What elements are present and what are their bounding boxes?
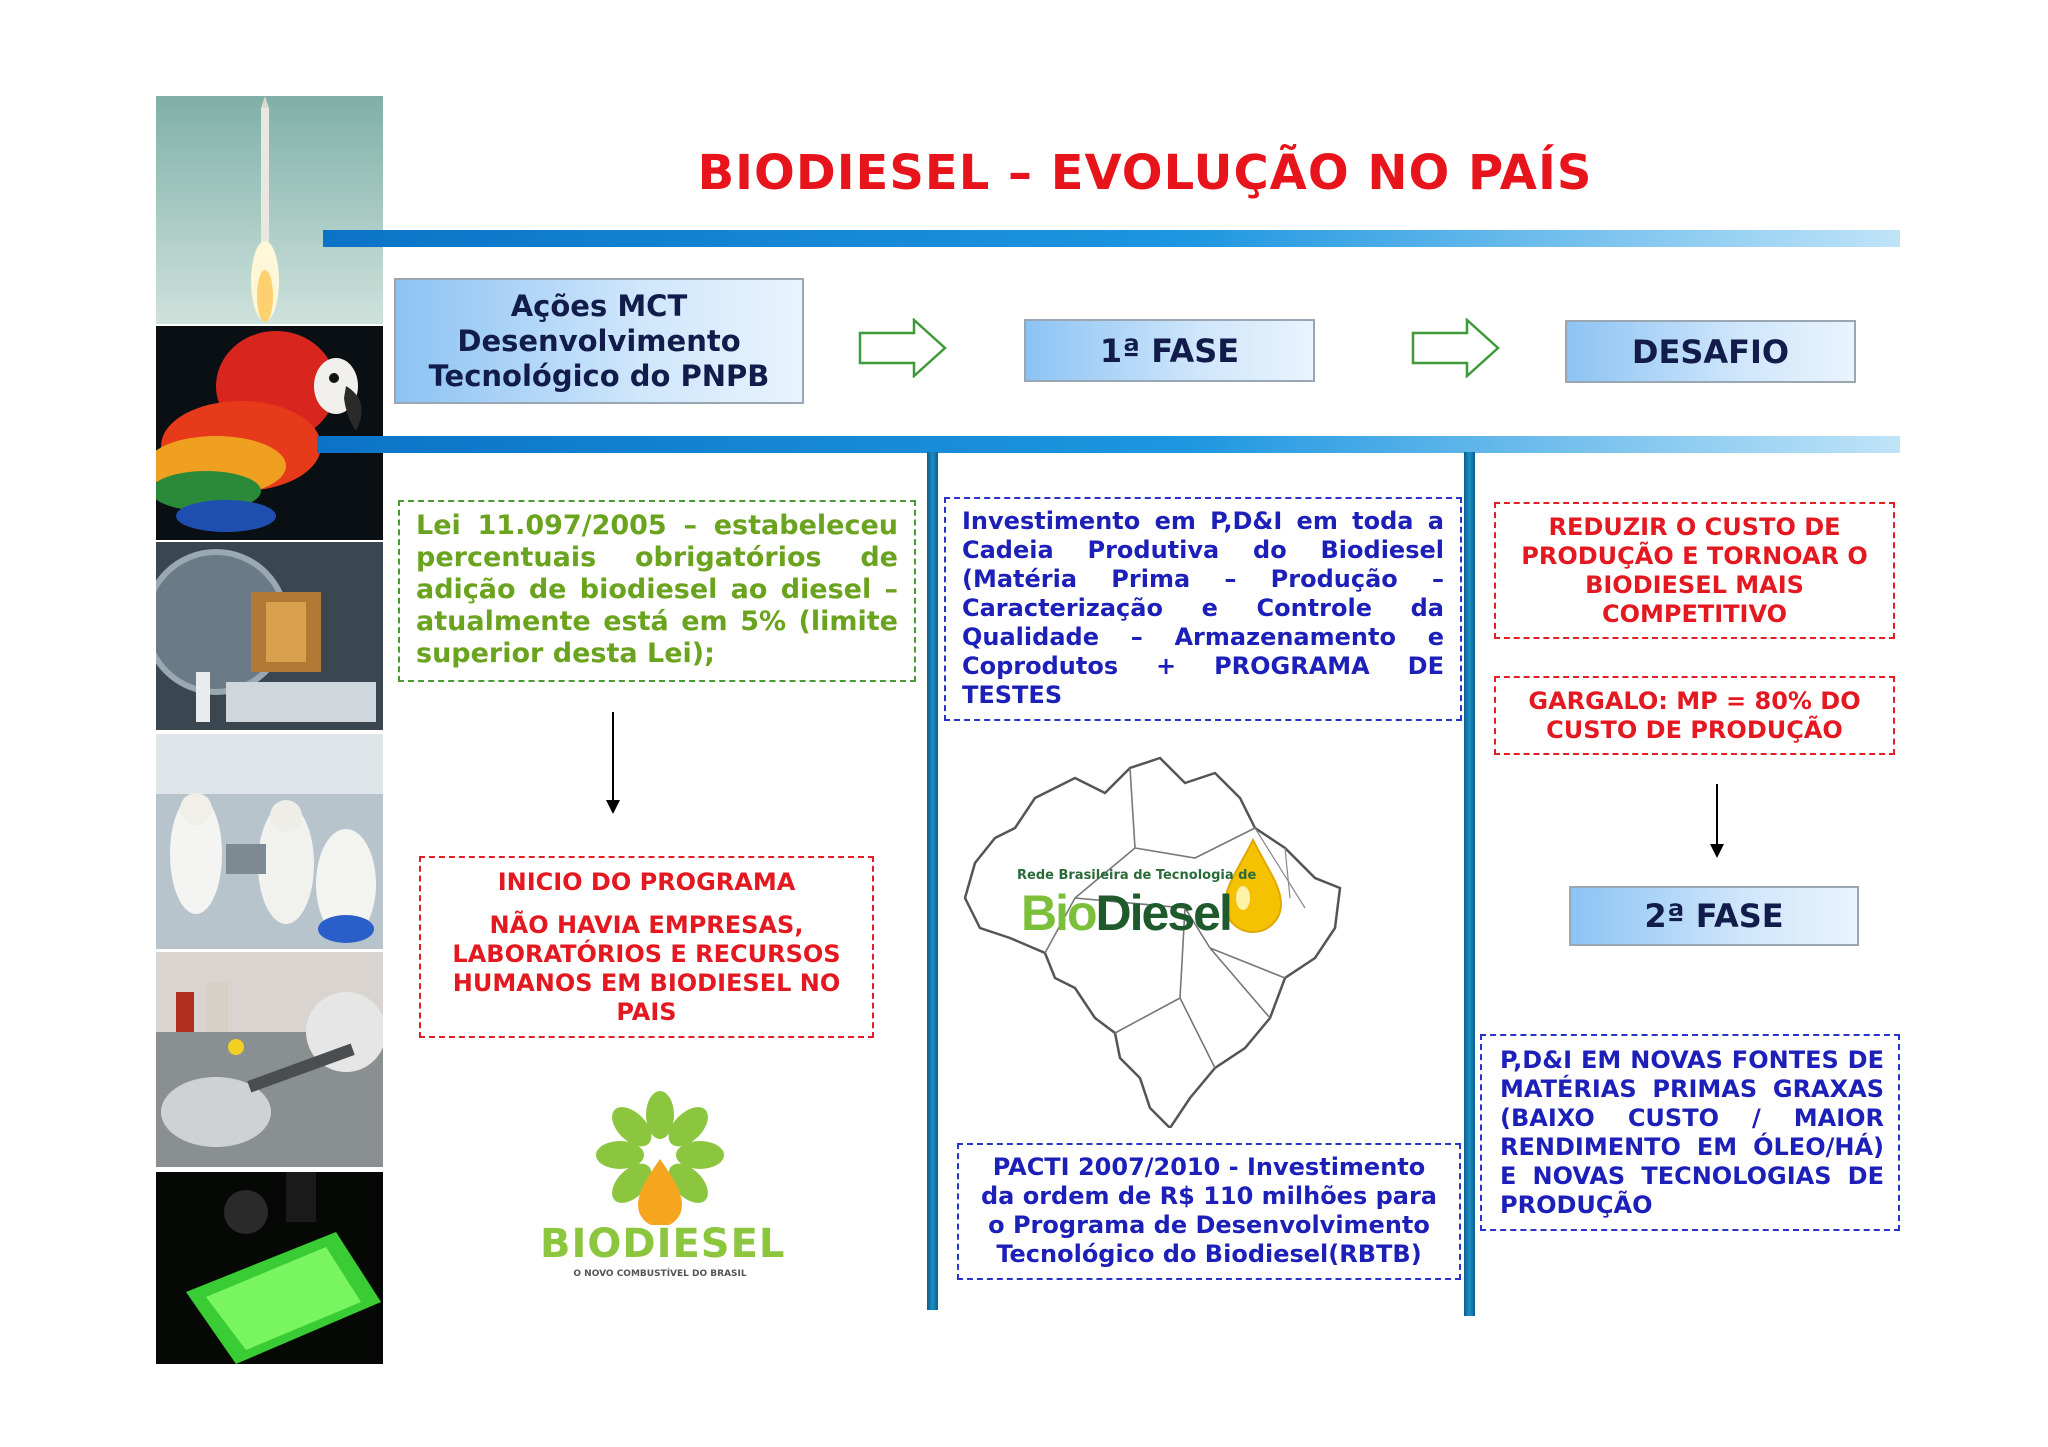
reduce-cost-text: REDUZIR O CUSTO DE PRODUÇÃO E TORNOAR O … <box>1521 513 1868 628</box>
column-separator-1 <box>927 452 938 1310</box>
header-box-challenge: DESAFIO <box>1565 320 1856 383</box>
top-divider-bar <box>323 230 1900 247</box>
down-arrow-icon <box>606 712 620 814</box>
page-title: BIODIESEL – EVOLUÇÃO NO PAÍS <box>697 145 1593 201</box>
program-start-text: NÃO HAVIA EMPRESAS, LABORATÓRIOS E RECUR… <box>452 911 841 1026</box>
header-box-phase1-label: 1ª FASE <box>1099 331 1240 370</box>
rbtb-map-logo: Rede Brasileira de Tecnologia de BioDies… <box>955 738 1355 1130</box>
reduce-cost-box: REDUZIR O CUSTO DE PRODUÇÃO E TORNOAR O … <box>1494 502 1895 639</box>
right-arrow-icon <box>1411 318 1500 378</box>
pacti-text: PACTI 2007/2010 - Investimento da ordem … <box>980 1153 1438 1268</box>
middle-divider-bar <box>317 436 1900 453</box>
new-sources-box: P,D&I EM NOVAS FONTES DE MATÉRIAS PRIMAS… <box>1480 1034 1900 1231</box>
rbtb-caption: Rede Brasileira de Tecnologia de <box>1017 868 1257 883</box>
law-box: Lei 11.097/2005 – estabeleceu percentuai… <box>398 500 916 682</box>
phase2-label: 2ª FASE <box>1644 897 1784 935</box>
header-box-mct-actions-label: Ações MCT Desenvolvimento Tecnológico do… <box>428 288 770 393</box>
lab-workers-photo <box>156 734 383 949</box>
brazil-map-icon <box>963 756 1342 1130</box>
macaw-photo <box>156 326 383 540</box>
bottleneck-box: GARGALO: MP = 80% DO CUSTO DE PRODUÇÃO <box>1494 676 1895 755</box>
header-box-challenge-label: DESAFIO <box>1631 332 1790 371</box>
right-arrow-icon <box>858 318 947 378</box>
investment-box: Investimento em P,D&I em toda a Cadeia P… <box>944 497 1462 721</box>
biodiesel-logo: BIODIESEL O NOVO COMBUSTÍVEL DO BRASIL <box>540 1085 786 1285</box>
program-start-box: INICIO DO PROGRAMA NÃO HAVIA EMPRESAS, L… <box>419 856 874 1038</box>
rbtb-logo-diesel: Diesel <box>1095 885 1233 941</box>
investment-text: Investimento em P,D&I em toda a Cadeia P… <box>962 507 1444 709</box>
satellite-lab-photo <box>156 542 383 730</box>
green-plate-photo <box>156 1172 383 1364</box>
rocket-launch-photo <box>156 96 383 324</box>
biodiesel-logo-subtitle: O NOVO COMBUSTÍVEL DO BRASIL <box>573 1269 747 1279</box>
rbtb-logo-wordmark: BioDiesel <box>1021 884 1233 942</box>
header-box-phase1: 1ª FASE <box>1024 319 1315 382</box>
phase2-box: 2ª FASE <box>1569 886 1859 946</box>
header-box-mct-actions: Ações MCT Desenvolvimento Tecnológico do… <box>394 278 804 404</box>
biodiesel-logo-text: BIODIESEL <box>540 1221 786 1267</box>
lab-samples-photo <box>156 952 383 1167</box>
rbtb-logo-bio: Bio <box>1021 885 1098 941</box>
pacti-box: PACTI 2007/2010 - Investimento da ordem … <box>957 1143 1461 1280</box>
column-separator-2 <box>1464 452 1475 1316</box>
down-arrow-icon <box>1710 784 1724 858</box>
new-sources-text: P,D&I EM NOVAS FONTES DE MATÉRIAS PRIMAS… <box>1500 1046 1884 1219</box>
flower-drop-icon <box>596 1091 724 1227</box>
law-text: Lei 11.097/2005 – estabeleceu percentuai… <box>416 510 898 669</box>
program-start-title: INICIO DO PROGRAMA <box>497 868 796 896</box>
bottleneck-text: GARGALO: MP = 80% DO CUSTO DE PRODUÇÃO <box>1528 687 1861 744</box>
